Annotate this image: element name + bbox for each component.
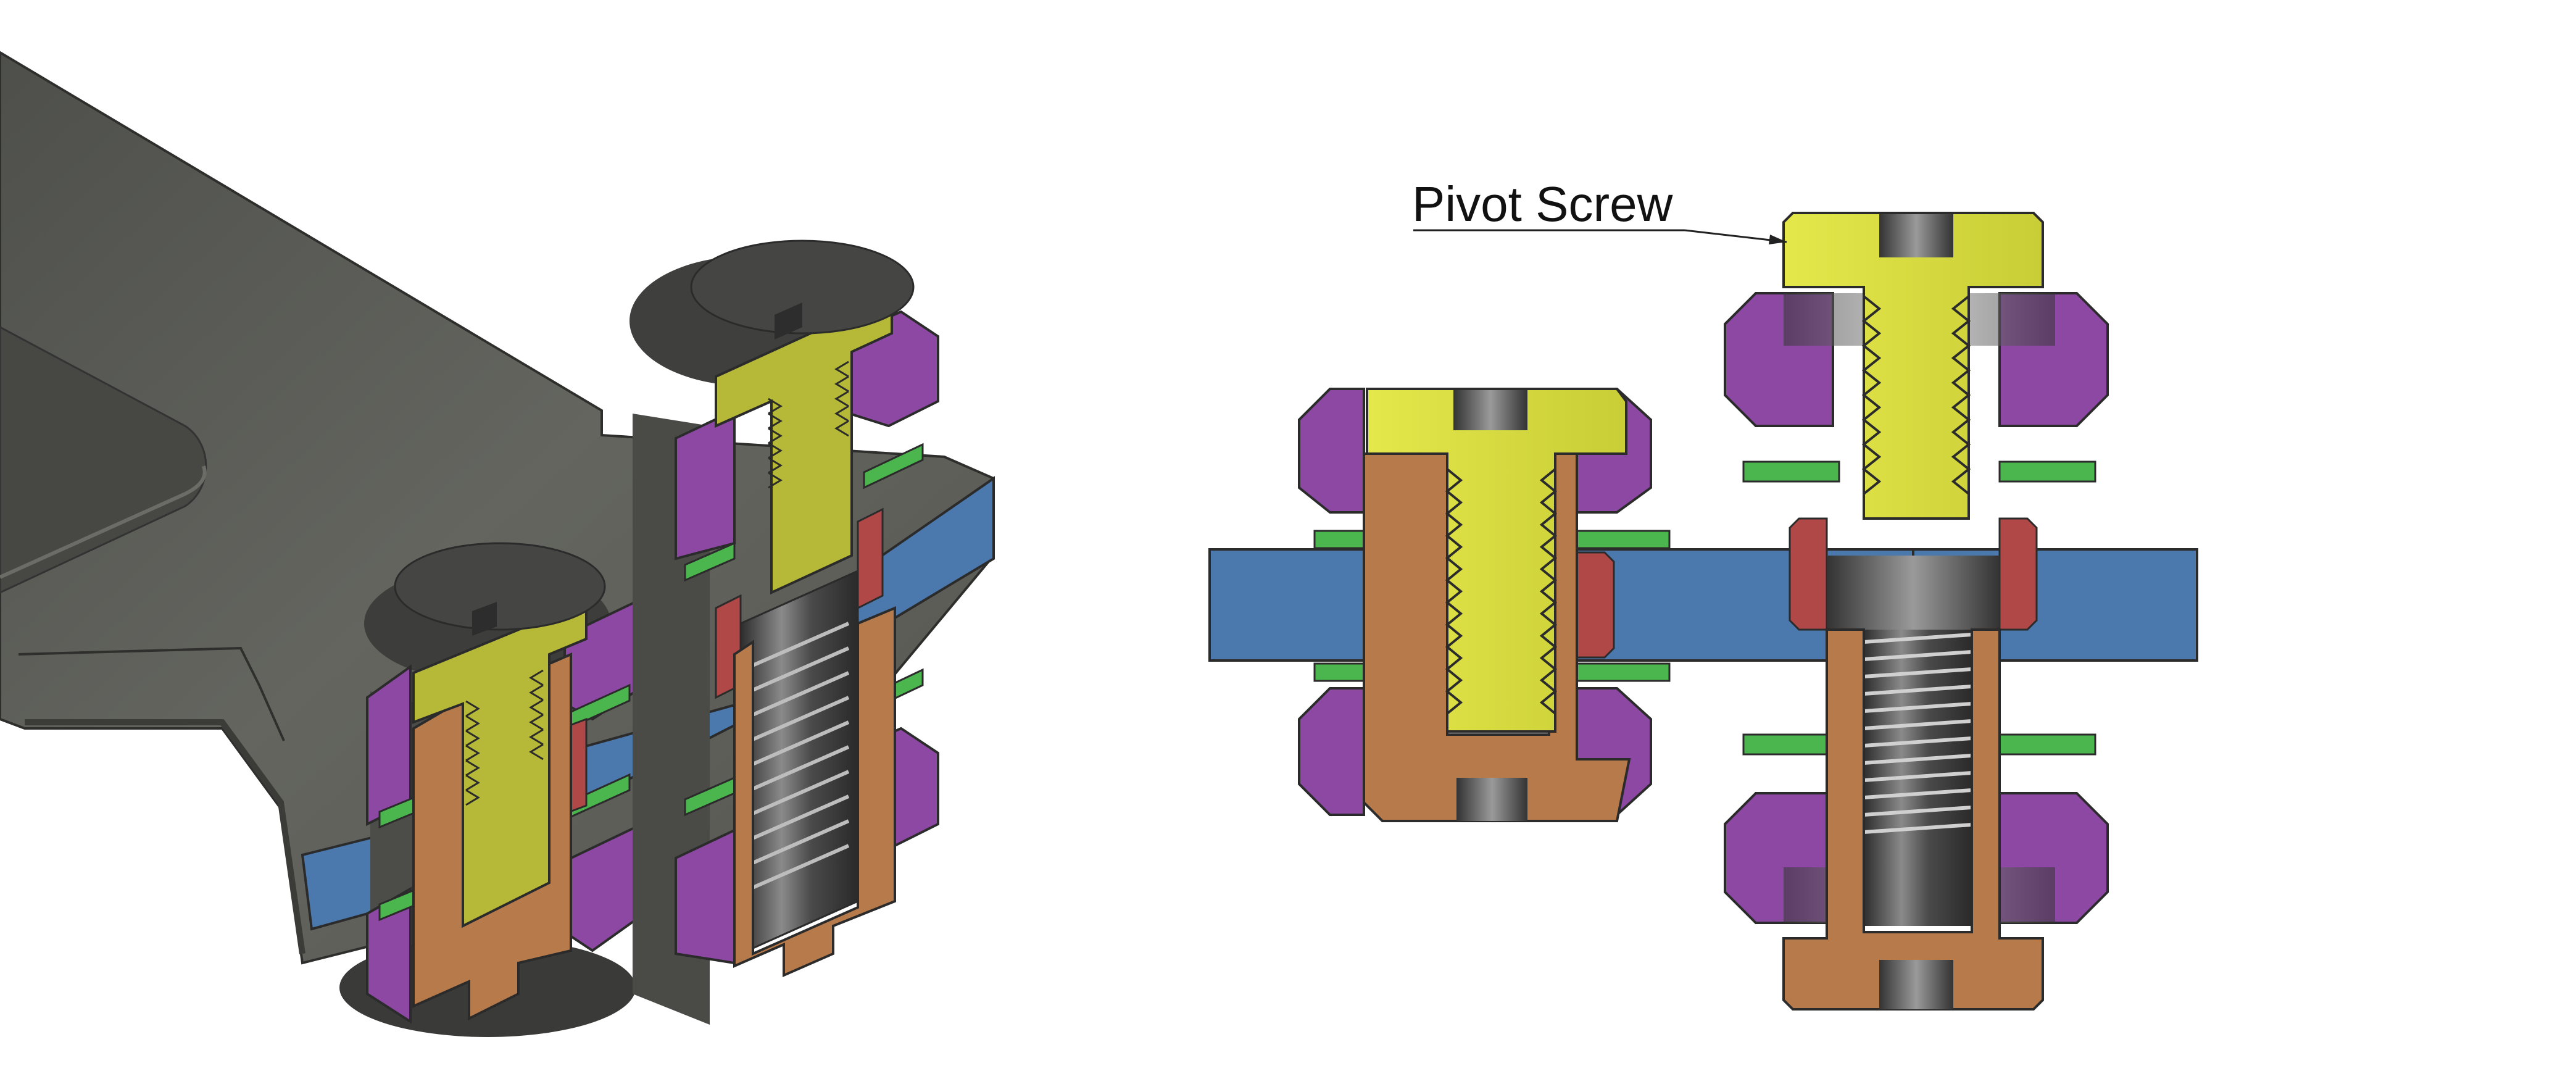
isometric-section-view bbox=[0, 51, 995, 1037]
bushing-top-left bbox=[1298, 388, 1365, 514]
bushing-bottom-left bbox=[1298, 687, 1365, 816]
sleeve-e-bore bbox=[1827, 556, 2000, 630]
rear-pivot-assembly bbox=[629, 240, 939, 1025]
steel-screw-threads bbox=[1863, 633, 1972, 834]
washer-e-lower-left bbox=[1742, 733, 1840, 756]
screw-thread-right bbox=[1539, 468, 1558, 715]
front-pivot-assembly bbox=[339, 542, 637, 1037]
assembled-section bbox=[1208, 388, 1914, 822]
washer-upper-right bbox=[1576, 530, 1671, 549]
nut-slot bbox=[1456, 778, 1527, 821]
washer-e-lower-right bbox=[1998, 733, 2096, 756]
washer-lower-right bbox=[1576, 662, 1671, 682]
screw-head-slot bbox=[1453, 390, 1527, 430]
pivot-screw-thread-right bbox=[1951, 295, 1971, 495]
sleeve-e-right bbox=[1998, 517, 2038, 631]
screw-thread-left bbox=[1445, 468, 1463, 715]
callout-arrowhead bbox=[1769, 235, 1787, 244]
pivot-screw-thread-left bbox=[1861, 295, 1882, 495]
washer-e-upper-left bbox=[1742, 460, 1840, 483]
washer-e-upper-right bbox=[1998, 460, 2096, 483]
pivot-screw-assembled bbox=[1366, 388, 1627, 733]
pivot-nut-exploded bbox=[1782, 628, 2044, 1011]
sleeve-right bbox=[1576, 551, 1615, 659]
sleeve-e-left bbox=[1789, 517, 1828, 631]
exploded-section: Pivot Screw bbox=[1412, 177, 2198, 1011]
callout-label: Pivot Screw bbox=[1412, 177, 1673, 231]
nut-e-slot bbox=[1879, 960, 1953, 1009]
pivot-screw bbox=[1782, 212, 2044, 520]
pivot-screw-slot bbox=[1879, 214, 1953, 257]
